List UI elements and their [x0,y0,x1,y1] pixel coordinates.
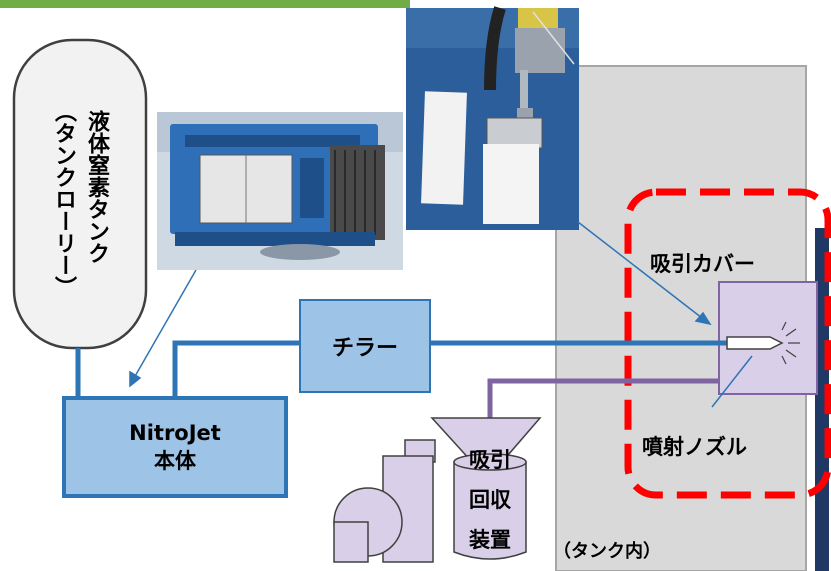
suction-device-line2: 回収 [469,488,511,512]
nitrogen-tank-label: 液体窒素タンク [84,110,109,264]
nozzle-label: 噴射ノズル [642,435,747,459]
purple-suction-line [487,378,719,418]
nozzle-photo [406,6,579,230]
nitrojet-label-line1: NitroJet [129,421,221,445]
suction-device [333,417,542,563]
suction-device-line3: 装置 [469,528,511,552]
suction-device-label: 吸引 回収 装置 [455,440,525,560]
nitrojet-label: NitroJet 本体 [64,398,286,496]
nozzle-leader [711,355,753,408]
nitrojet-label-line2: 本体 [154,449,196,473]
red-dashed-enclosure [624,188,831,499]
tank-inside-label: （タンク内） [553,541,661,562]
blue-pipes [75,340,730,398]
nozzle [726,321,800,365]
suction-cover-label: 吸引カバー [650,252,755,276]
suction-device-line1: 吸引 [469,448,511,472]
nitrojet-box [62,396,288,498]
machine-photo [157,112,403,270]
top-bar [0,0,410,8]
tank-truck-label: （タンクローリー） [51,100,76,298]
chiller-box [299,299,431,393]
photo-arrows [129,221,712,388]
chiller-label: チラー [331,336,398,361]
